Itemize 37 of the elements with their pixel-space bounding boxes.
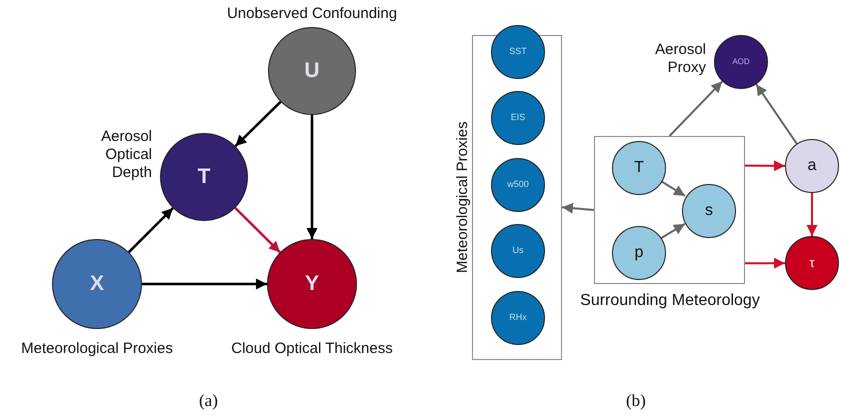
node-label: T [198, 164, 210, 190]
arrow [128, 207, 174, 254]
node-label: p [634, 243, 644, 263]
arrow [562, 202, 594, 214]
node-label: RHx [509, 311, 527, 324]
node-label: Us [512, 244, 524, 258]
arrow [142, 278, 267, 290]
group-heading: Surrounding Meteorology [579, 291, 761, 311]
node-label: AOD [732, 56, 750, 68]
arrow [755, 84, 798, 144]
node-caption: Unobserved Confounding [226, 4, 398, 24]
panel-caption: (b) [626, 390, 646, 412]
node-label: a [808, 156, 816, 176]
arrow [306, 115, 318, 239]
node-label: T [634, 158, 644, 178]
node-label: s [705, 201, 713, 221]
panel-caption: (a) [199, 390, 218, 412]
node-label: EIS [510, 111, 526, 124]
node-label: τ [809, 254, 815, 272]
node-label: SST [509, 45, 527, 58]
arrow [660, 180, 686, 197]
node-label: w500 [507, 178, 529, 192]
node-caption: Aerosol Optical Depth [100, 128, 152, 182]
arrow [234, 100, 282, 148]
arrow [660, 223, 686, 239]
group-heading: Meteorological Proxies [452, 120, 472, 276]
node-label: U [304, 58, 320, 84]
arrow [745, 160, 785, 172]
node-caption: Aerosol Proxy [654, 41, 706, 77]
arrow [806, 193, 818, 236]
node-label: X [90, 271, 104, 298]
node-caption: Meteorological Proxies [20, 339, 174, 359]
node-label: Y [304, 271, 319, 298]
arrow [745, 258, 785, 269]
node-caption: Cloud Optical Thickness [230, 339, 394, 359]
arrow [668, 80, 723, 137]
arrow [234, 207, 281, 254]
